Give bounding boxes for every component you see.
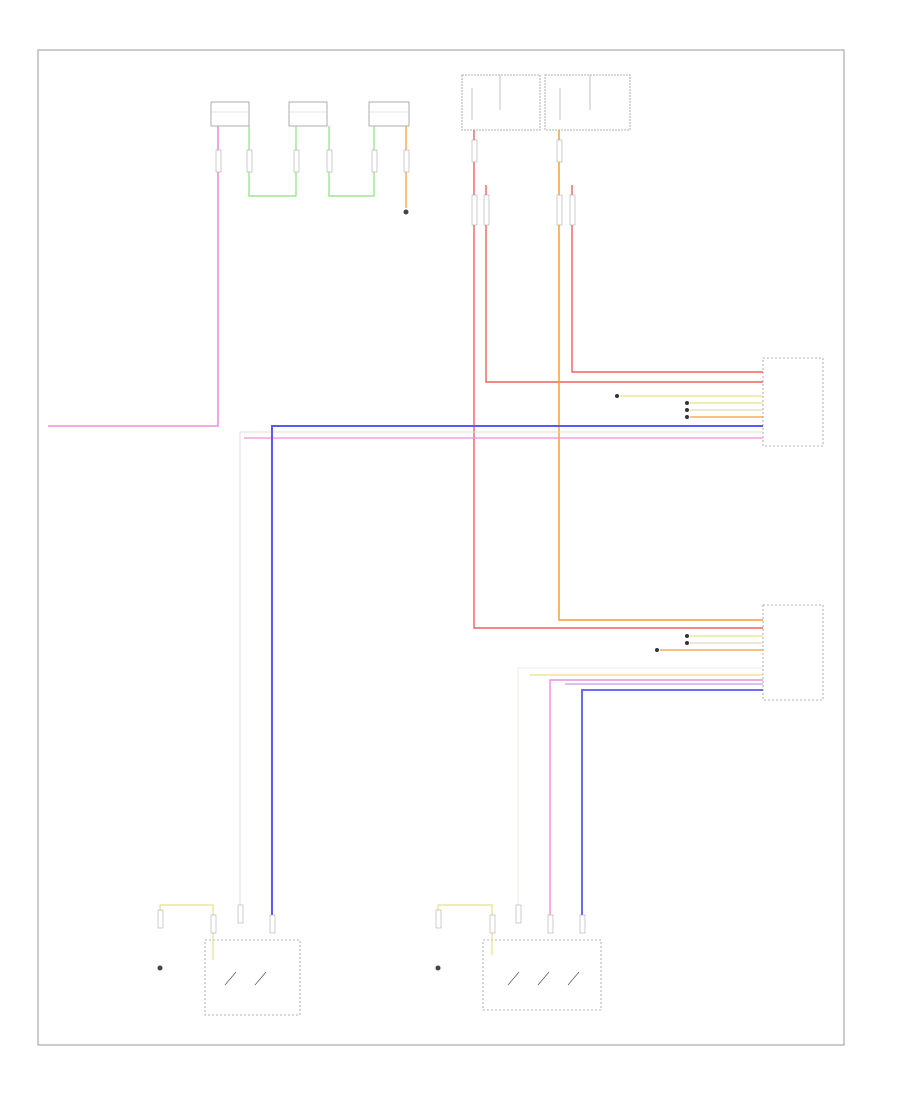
switch-1	[157, 904, 301, 1016]
bus-wires	[239, 425, 763, 920]
ground-icon	[403, 209, 409, 215]
connector-dot-icon	[615, 394, 619, 398]
fuse-box-2	[544, 74, 631, 131]
connector-dot-icon	[685, 634, 689, 638]
module-1	[615, 357, 824, 447]
diagram-frame	[37, 49, 845, 1046]
sensor-1	[210, 101, 250, 127]
connector-dot-icon	[685, 401, 689, 405]
connector-dot-icon	[685, 641, 689, 645]
connector-dot-icon	[685, 415, 689, 419]
ground-icon	[157, 965, 163, 971]
connector-dot-icon	[685, 408, 689, 412]
ground-icon	[435, 965, 441, 971]
sensor-3	[368, 101, 410, 127]
switch-2	[435, 904, 602, 1011]
sensor-wires	[48, 126, 410, 427]
connector-dot-icon	[655, 648, 659, 652]
power-wires	[471, 130, 763, 629]
sensor-2	[288, 101, 328, 127]
module-2	[655, 604, 824, 701]
fuse-box-1	[461, 74, 541, 131]
